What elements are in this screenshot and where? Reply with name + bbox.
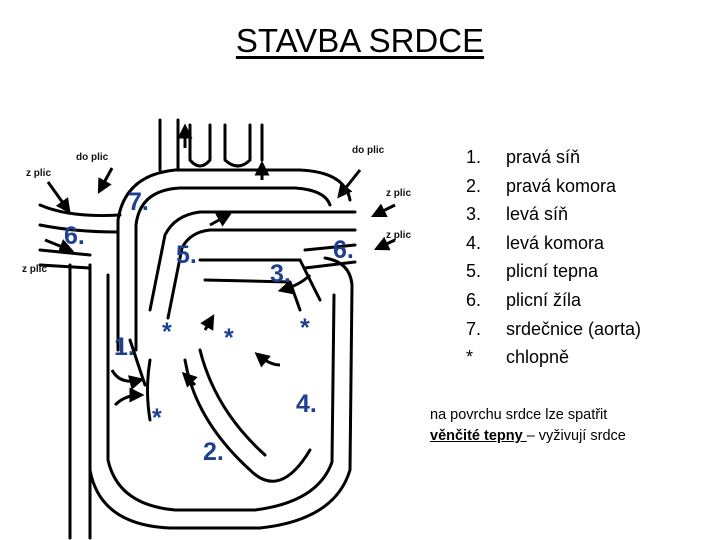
note-text: na povrchu srdce lze spatřit věnčité tep… xyxy=(430,407,626,444)
legend-item: 5.plicní tepna xyxy=(466,261,599,282)
label-z-plic-2: z plic xyxy=(386,188,411,199)
arrow-z-plic-1 xyxy=(46,181,71,214)
septum xyxy=(183,358,312,483)
legend-item: 7.srdečnice (aorta) xyxy=(466,318,642,339)
valve-marker-4: * xyxy=(152,404,162,432)
heart-outline xyxy=(88,256,354,530)
label-3: 3. xyxy=(270,260,291,288)
arrow-z-plic-3 xyxy=(373,236,396,251)
arrow-z-plic-2 xyxy=(370,203,396,218)
label-z-plic-3: z plic xyxy=(386,230,411,241)
label-z-plic-4: z plic xyxy=(22,264,47,275)
note-bold: věnčité tepny xyxy=(430,428,527,444)
label-4: 4. xyxy=(296,390,317,418)
label-1: 1. xyxy=(114,333,135,361)
legend-item: 1.pravá síň xyxy=(466,147,581,167)
label-2: 2. xyxy=(203,438,224,466)
arrow-z-plic-4 xyxy=(44,238,75,254)
valve-marker-3: * xyxy=(300,314,310,342)
legend-item: 3.levá síň xyxy=(466,204,569,225)
label-7: 7. xyxy=(128,188,149,216)
legend-list: 1.pravá síň 2.pravá komora 3.levá síň 4.… xyxy=(466,143,641,372)
label-6-right: 6. xyxy=(333,236,354,264)
label-6-left: 6. xyxy=(64,222,85,250)
legend-item: 2.pravá komora xyxy=(466,175,617,196)
heart-inner-outline xyxy=(106,273,336,512)
arrow-do-plic-2 xyxy=(337,169,362,199)
valve-marker-1: * xyxy=(162,318,172,346)
valve-marker-2: * xyxy=(224,324,234,352)
pulmonary-artery xyxy=(148,210,357,312)
label-z-plic-1: z plic xyxy=(26,168,51,179)
legend-item: *chlopně xyxy=(466,347,570,368)
label-do-plic-1: do plic xyxy=(76,152,109,163)
heart-diagram: z plic do plic do plic z plic z plic z p… xyxy=(22,118,411,540)
arrow-do-plic-1 xyxy=(97,167,114,194)
legend-item: 6.plicní žíla xyxy=(466,289,582,310)
page-title: STAVBA SRDCE xyxy=(235,22,485,59)
label-do-plic-2: do plic xyxy=(352,145,385,156)
legend-item: 4.levá komora xyxy=(466,232,605,253)
label-5: 5. xyxy=(176,241,197,269)
